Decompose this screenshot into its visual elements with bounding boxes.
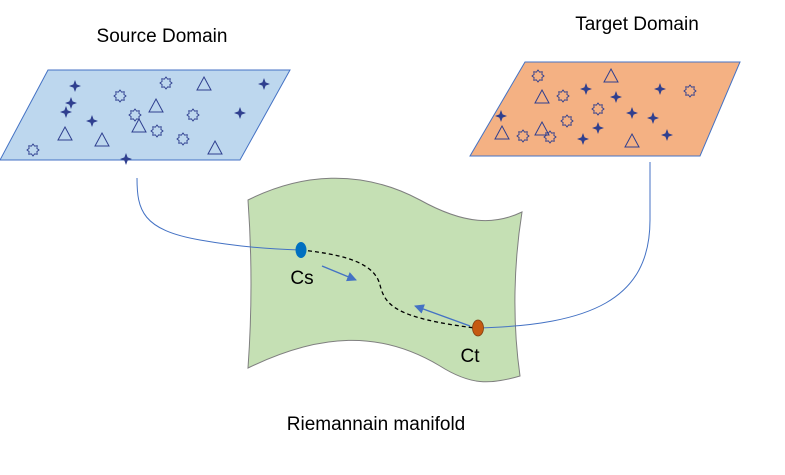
- four-point-star-icon: [626, 107, 638, 119]
- four-point-star-icon: [661, 129, 673, 141]
- four-point-star-icon: [647, 112, 659, 124]
- gear-circle-icon: [128, 108, 142, 122]
- source-domain-markers: [26, 75, 270, 165]
- gear-circle-icon: [683, 84, 697, 98]
- gear-circle-icon: [176, 132, 190, 146]
- four-point-star-icon: [592, 122, 604, 134]
- target-domain-label: Target Domain: [575, 14, 699, 35]
- gear-circle-icon: [560, 114, 574, 128]
- triangle-icon: [148, 97, 164, 113]
- cs-direction-arrow: [321, 265, 357, 282]
- gear-circle-icon: [186, 108, 200, 122]
- triangle-icon: [603, 67, 619, 83]
- four-point-star-icon: [120, 153, 132, 165]
- four-point-star-icon: [654, 83, 666, 95]
- triangle-icon: [207, 139, 223, 155]
- gear-circle-icon: [113, 89, 127, 103]
- four-point-star-icon: [610, 91, 622, 103]
- gear-circle-icon: [543, 130, 557, 144]
- four-point-star-icon: [495, 110, 507, 122]
- manifold-label: Riemannain manifold: [287, 414, 466, 435]
- triangle-icon: [494, 124, 510, 140]
- gear-circle-icon: [150, 124, 164, 138]
- triangle-icon: [534, 120, 550, 136]
- triangle-icon: [534, 88, 550, 104]
- ct-label: Ct: [461, 346, 481, 367]
- triangle-icon: [94, 131, 110, 147]
- triangle-icon: [57, 125, 73, 141]
- ct-point: [472, 319, 484, 337]
- cs-label: Cs: [290, 268, 313, 289]
- four-point-star-icon: [86, 115, 98, 127]
- riemannian-manifold-surface: [247, 177, 523, 383]
- four-point-star-icon: [580, 83, 592, 95]
- gear-circle-icon: [591, 102, 605, 116]
- gear-circle-icon: [516, 129, 530, 143]
- target-domain-plane: [469, 61, 741, 157]
- triangle-icon: [196, 75, 212, 91]
- target-domain-markers: [494, 67, 697, 148]
- four-point-star-icon: [60, 106, 72, 118]
- gear-circle-icon: [556, 89, 570, 103]
- gear-circle-icon: [26, 143, 40, 157]
- geodesic-path: [300, 249, 476, 329]
- cs-point: [295, 242, 307, 258]
- four-point-star-icon: [577, 133, 589, 145]
- four-point-star-icon: [258, 78, 270, 90]
- ct-direction-arrow: [414, 304, 471, 327]
- source-domain-label: Source Domain: [97, 26, 228, 47]
- triangle-icon: [131, 117, 147, 133]
- gear-circle-icon: [159, 76, 173, 90]
- four-point-star-icon: [65, 97, 77, 109]
- four-point-star-icon: [69, 80, 81, 92]
- source-connector-line: [136, 177, 301, 251]
- gear-circle-icon: [531, 69, 545, 83]
- four-point-star-icon: [234, 107, 246, 119]
- source-domain-plane: [0, 69, 291, 161]
- target-connector-line: [477, 162, 651, 329]
- triangle-icon: [624, 132, 640, 148]
